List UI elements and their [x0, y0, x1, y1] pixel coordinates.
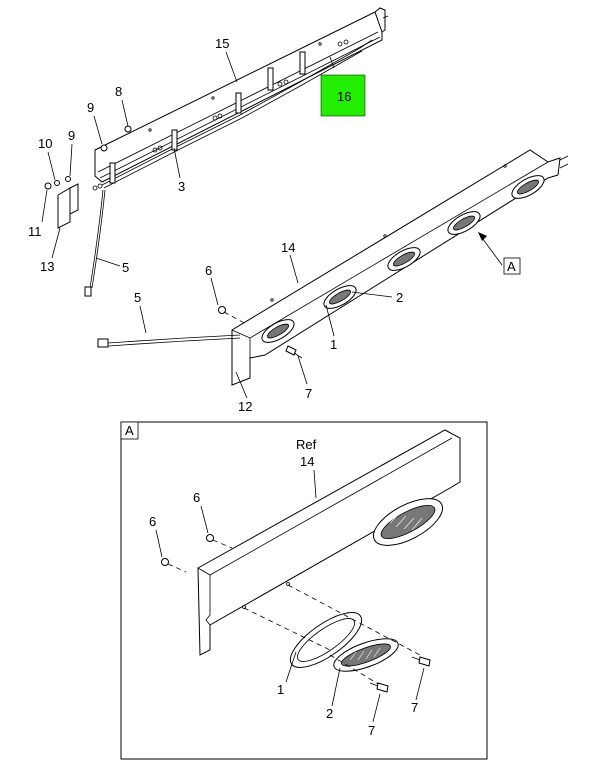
detail-screw-7b [418, 656, 431, 667]
detail-callout-1: 1 [277, 682, 284, 697]
callout-15: 15 [215, 36, 229, 51]
callout-14: 14 [281, 240, 295, 255]
detail-screw-7a [376, 682, 389, 693]
connectors [92, 39, 349, 191]
callout-8: 8 [115, 84, 122, 99]
detail-lamp-lens [380, 504, 436, 540]
detail-nut-6b [161, 558, 169, 566]
callout-1: 1 [330, 337, 337, 352]
callout-a: A [507, 259, 516, 274]
detail-nut-6a [206, 534, 214, 542]
arrow-a [478, 232, 487, 241]
nut-6 [218, 306, 226, 314]
callout-5b: 5 [134, 290, 141, 305]
detail-callout-14: 14 [300, 454, 314, 469]
callout-16: 16 [337, 89, 351, 104]
detail-callout-7a: 7 [368, 723, 375, 738]
harness-wire [101, 39, 373, 186]
highlight-box-16 [320, 74, 366, 117]
detail-panel-14 [197, 429, 461, 656]
detail-callout-2: 2 [326, 706, 333, 721]
detail-callout-7b: 7 [411, 700, 418, 715]
callout-13: 13 [40, 259, 54, 274]
wire-5-upper [89, 189, 104, 289]
detail-ref-text: Ref [296, 437, 317, 452]
wire-5-lower [107, 334, 241, 344]
detail-view-a: A [120, 421, 488, 760]
callout-10: 10 [38, 136, 52, 151]
wire-clips [109, 51, 306, 184]
callout-12: 12 [238, 399, 252, 414]
callout-9b: 9 [68, 128, 75, 143]
callouts-upper: 15 16 8 9 9 10 11 13 3 5 14 6 2 5 1 7 12 [28, 36, 403, 414]
panel-assembly [97, 149, 569, 386]
rail-assembly [44, 7, 389, 297]
detail-callout-6a: 6 [193, 490, 200, 505]
screw-7 [285, 345, 297, 356]
callout-7: 7 [305, 386, 312, 401]
callout-a-box [503, 257, 521, 275]
detail-label: A [125, 423, 134, 438]
callout-6: 6 [205, 263, 212, 278]
callout-2: 2 [396, 290, 403, 305]
fasteners-left [44, 125, 132, 190]
callout-9a: 9 [87, 100, 94, 115]
detail-callout-6b: 6 [149, 514, 156, 529]
callout-11: 11 [28, 224, 42, 239]
bracket-13 [57, 187, 71, 229]
marker-lights [261, 175, 545, 343]
callout-5a: 5 [122, 260, 129, 275]
detail-label-box [120, 421, 139, 440]
leader-lines-upper [41, 51, 503, 399]
callout-3: 3 [178, 179, 185, 194]
